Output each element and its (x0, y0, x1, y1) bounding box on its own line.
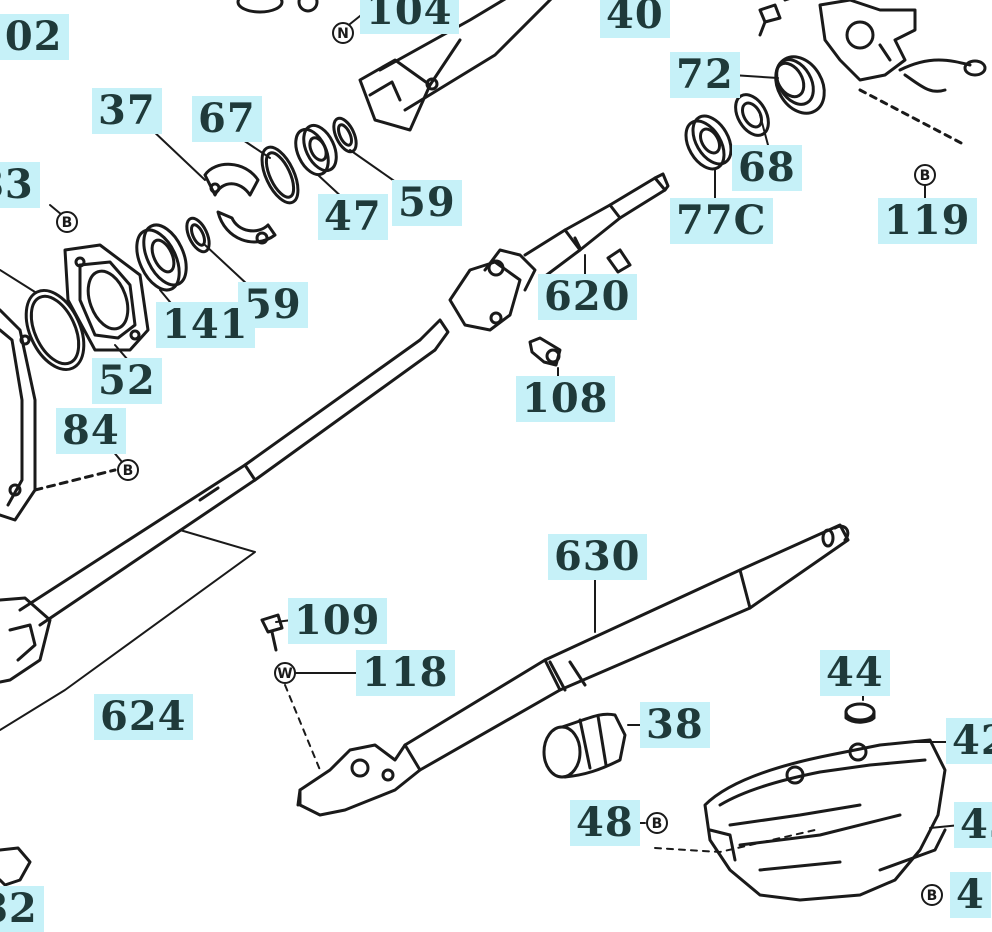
leader-dashed-118 (284, 684, 321, 771)
leader-dashed-84 (33, 468, 117, 492)
callout-108[interactable]: 108 (516, 376, 615, 422)
callout-630[interactable]: 630 (548, 534, 647, 580)
washer-68 (734, 93, 770, 137)
callout-77c[interactable]: 77C (670, 198, 773, 244)
column-cover-lower (703, 738, 947, 902)
callout-44[interactable]: 44 (820, 650, 890, 696)
intermediate-shaft-620 (448, 172, 670, 332)
callout-40[interactable]: 40 (600, 0, 670, 38)
callout-43[interactable]: 43 (954, 802, 992, 848)
callout-47[interactable]: 47 (318, 194, 388, 240)
callout-48[interactable]: 48 (570, 800, 640, 846)
bracket-37 (203, 162, 277, 245)
fitting-82 (0, 846, 32, 887)
callout-624[interactable]: 624 (94, 694, 193, 740)
svg-text:N: N (337, 26, 349, 42)
leader-dashed-119 (858, 88, 967, 147)
callout-119[interactable]: 119 (878, 198, 977, 244)
exploded-view-drawing: N B B B W B B (0, 0, 987, 906)
spring-72 (774, 55, 826, 115)
callout-68[interactable]: 68 (732, 145, 802, 191)
badge-top-w (297, 0, 319, 13)
main-shaft-624 (0, 318, 450, 684)
svg-text:B: B (920, 168, 931, 184)
badge-b-83: B (56, 211, 78, 233)
badge-b-119: B (914, 164, 936, 186)
shaft-630 (403, 523, 850, 772)
badge-w-118: W (274, 662, 296, 684)
callout-59-upper[interactable]: 59 (392, 180, 462, 226)
bolt-109 (260, 613, 284, 652)
svg-text:B: B (652, 816, 663, 832)
callout-109[interactable]: 109 (288, 598, 387, 644)
callout-84[interactable]: 84 (56, 408, 126, 454)
callout-104[interactable]: 104 (360, 0, 459, 34)
svg-text:B: B (927, 888, 938, 904)
bolt-108 (528, 336, 562, 367)
ring-67 (260, 145, 300, 205)
svg-text:B: B (123, 463, 134, 479)
callout-37[interactable]: 37 (92, 88, 162, 134)
callout-620[interactable]: 620 (538, 274, 637, 320)
bearing-77c (684, 114, 733, 171)
callout-102[interactable]: 102 (0, 14, 69, 60)
svg-text:W: W (277, 666, 292, 682)
callout-72[interactable]: 72 (670, 52, 740, 98)
badge-b-48: B (646, 812, 668, 834)
svg-text:B: B (62, 215, 73, 231)
lower-u-joint (296, 743, 422, 817)
callout-83[interactable]: 83 (0, 162, 40, 208)
gasket-ring (24, 288, 86, 372)
clip-620 (606, 248, 632, 274)
snap-ring-59-lower (185, 216, 211, 254)
badge-b-4x: B (921, 884, 943, 906)
leader-dashed-48 (654, 829, 816, 853)
callout-52[interactable]: 52 (92, 358, 162, 404)
column-housing-left (0, 308, 37, 522)
badge-b-84: B (117, 459, 139, 481)
washer-top (236, 0, 284, 14)
cap-44 (844, 702, 876, 722)
bearing-141 (135, 223, 188, 292)
leader-624 (0, 529, 256, 731)
lock-housing (758, 0, 987, 93)
callout-82[interactable]: 82 (0, 886, 44, 932)
callout-38[interactable]: 38 (640, 702, 710, 748)
boot-38 (542, 712, 627, 779)
callout-67[interactable]: 67 (192, 96, 262, 142)
callout-141[interactable]: 141 (156, 302, 255, 348)
upper-column-tube (358, 0, 553, 132)
callout-118[interactable]: 118 (356, 650, 455, 696)
badge-n-104: N (332, 22, 354, 44)
callout-4x[interactable]: 4 (950, 872, 991, 918)
callout-42[interactable]: 42 (946, 718, 992, 764)
bearing-47 (294, 123, 338, 177)
